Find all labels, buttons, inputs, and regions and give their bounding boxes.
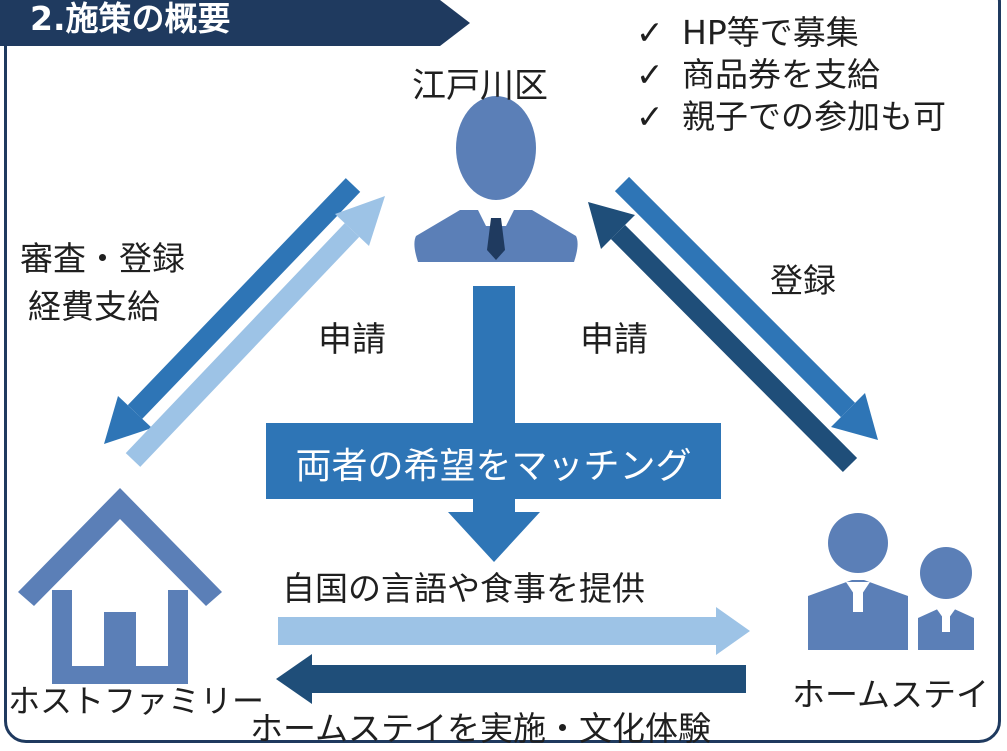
screening-label: 審査・登録 — [20, 239, 185, 278]
matching-label: 両者の希望をマッチング — [295, 446, 692, 487]
people-icon — [808, 513, 974, 650]
feature-text: 商品券を支給 — [682, 55, 880, 94]
check-icon: ✓ — [636, 13, 664, 52]
ward-label: 江戸川区 — [412, 66, 548, 106]
left-application-label: 申請 — [318, 320, 386, 360]
feature-item: ✓ 親子での参加も可 — [636, 96, 946, 138]
feature-list: ✓ HP等で募集 ✓ 商品券を支給 ✓ 親子での参加も可 — [636, 12, 946, 138]
matching-box: 両者の希望をマッチング — [266, 423, 721, 499]
homestay-label: ホームステイ — [792, 675, 990, 714]
host-family-label: ホストファミリー — [8, 682, 265, 720]
feature-text: HP等で募集 — [682, 13, 859, 52]
experience-label: ホームステイを実施・文化体験 — [250, 709, 712, 748]
registration-arrow-to-host — [104, 178, 361, 444]
registration-arrow-to-homestay — [614, 176, 878, 440]
feature-text: 親子での参加も可 — [682, 97, 946, 136]
experience-arrow — [276, 654, 746, 704]
section-title: 2.施策の概要 — [30, 0, 231, 38]
feature-item: ✓ 商品券を支給 — [636, 54, 946, 96]
feature-item: ✓ HP等で募集 — [636, 12, 946, 54]
house-icon — [18, 488, 222, 684]
check-icon: ✓ — [636, 97, 664, 136]
expenses-label: 経費支給 — [28, 287, 160, 326]
right-application-label: 申請 — [580, 320, 648, 360]
application-arrow-from-host — [125, 196, 385, 467]
provide-label: 自国の言語や食事を提供 — [282, 569, 645, 608]
provide-arrow — [278, 607, 750, 655]
application-arrow-from-homestay — [588, 202, 858, 473]
title-banner: 2.施策の概要 — [0, 0, 470, 46]
check-icon: ✓ — [636, 55, 664, 94]
person-icon — [414, 96, 578, 262]
registration-label: 登録 — [770, 261, 836, 300]
diagram-frame — [4, 0, 1001, 743]
